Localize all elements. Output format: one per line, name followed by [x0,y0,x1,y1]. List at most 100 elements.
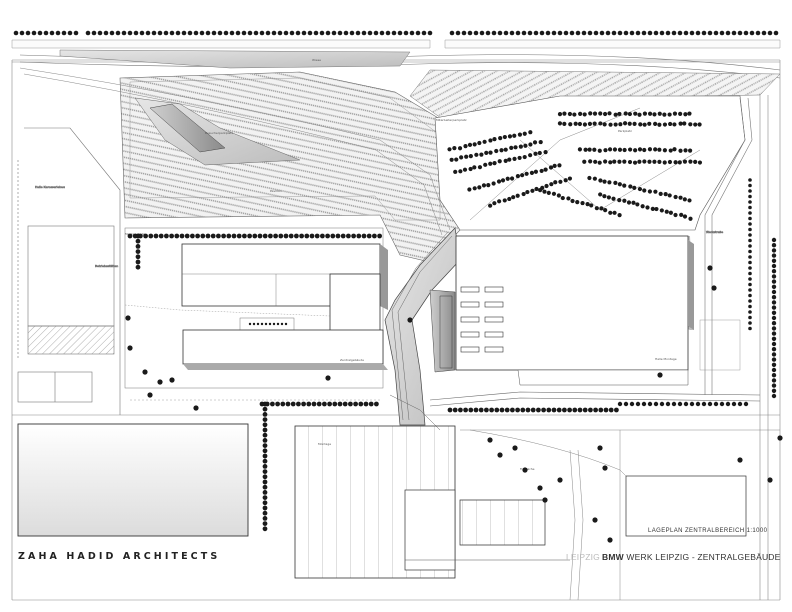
tree-symbol [569,30,575,36]
tree-symbol [748,222,752,226]
tree-symbol [777,435,783,441]
tree-symbol [617,159,622,164]
tree-symbol [311,401,317,407]
pavilion-plaza: Besucherparkplatz Pavillon [134,97,301,193]
tree-symbol [507,134,513,139]
tree-symbol [598,111,603,116]
tree-symbol [262,505,268,511]
tree-symbol [289,30,295,36]
tree-symbol [415,30,421,36]
tree-symbol [607,111,612,116]
tree-symbol [617,401,623,407]
tree-symbol [557,30,563,36]
tree-symbol [358,401,364,407]
tree-symbol [678,148,683,153]
tree-symbol [551,30,557,36]
tree-symbol [542,189,547,194]
tree-symbol [737,401,743,407]
skylight [460,346,480,353]
skylight [460,301,480,308]
north-tree-rows [13,30,779,36]
tree-symbol [164,233,169,239]
tree-symbol [262,479,268,485]
tree-symbol [662,112,667,117]
tree-symbol [525,189,530,195]
tree-symbol [125,315,131,321]
tree-symbol [537,150,542,156]
tree-symbol [377,233,382,239]
tree-symbol [458,169,463,174]
tree-symbol [737,457,743,463]
skylight [460,286,480,293]
tree-symbol [598,178,603,183]
tree-symbol [645,205,650,210]
tree-symbol [500,178,506,183]
tree-symbol [290,401,296,407]
tree-symbol [771,336,777,341]
tree-symbol [546,407,552,413]
tree-symbol [379,30,385,36]
tree-symbol [473,30,479,36]
tree-symbol [668,210,673,215]
tree-symbol [563,30,569,36]
tree-symbol [262,495,268,500]
tree-symbol [688,216,693,221]
tree-symbol [664,209,669,214]
tree-symbol [632,185,637,190]
tree-symbol [223,30,229,36]
tree-symbol [647,147,653,152]
tree-symbol [748,244,752,248]
tree-symbol [537,485,543,491]
tree-symbol [368,401,374,407]
tree-symbol [771,341,777,347]
tree-symbol [524,171,529,176]
tree-symbol [562,111,567,116]
tree-symbol [533,151,538,156]
tree-symbol [748,200,752,204]
tree-symbol [771,284,777,289]
tree-symbol [583,147,588,152]
plaza-label: Besucherparkplatz [205,131,233,135]
tree-symbol [337,30,343,36]
tree-symbol [484,407,489,413]
tree-symbol [262,406,268,412]
tree-symbol [472,186,477,191]
tree-symbol [748,315,752,320]
tree-symbol [592,111,598,116]
tree-symbol [252,233,258,239]
tree-symbol [353,401,358,407]
brand-prefix: LEIPZIG [566,552,600,562]
tree-symbol [617,182,622,187]
tree-symbol [481,183,487,188]
scattered-trees [125,265,783,543]
tree-symbol [530,407,536,413]
south-hall-label: Montage [318,442,331,446]
tree-symbol [662,148,667,153]
tree-symbol [511,195,516,200]
tree-symbol [771,274,777,279]
tree-symbol [748,194,752,199]
tree-symbol [529,170,535,175]
tree-symbol [272,322,276,326]
tree-symbol [231,233,237,239]
tree-symbol [288,233,294,239]
tree-symbol [31,30,37,36]
tree-symbol [499,407,505,413]
tree-symbol [659,208,664,213]
tree-symbol [599,206,604,211]
tree-symbol [580,200,585,206]
tree-symbol [459,155,464,160]
tree-symbol [331,30,337,36]
tree-symbol [262,233,268,239]
tree-symbol [520,173,525,178]
tree-symbol [528,142,533,147]
skylight [484,316,504,323]
tree-symbol [631,200,636,205]
tree-symbol [262,526,268,532]
east-parking-label: Mitarbeiterparkplatz [436,118,467,122]
tree-symbol [421,30,427,36]
tree-symbol [582,122,588,127]
tree-symbol [602,194,607,199]
tree-symbol [665,30,671,36]
